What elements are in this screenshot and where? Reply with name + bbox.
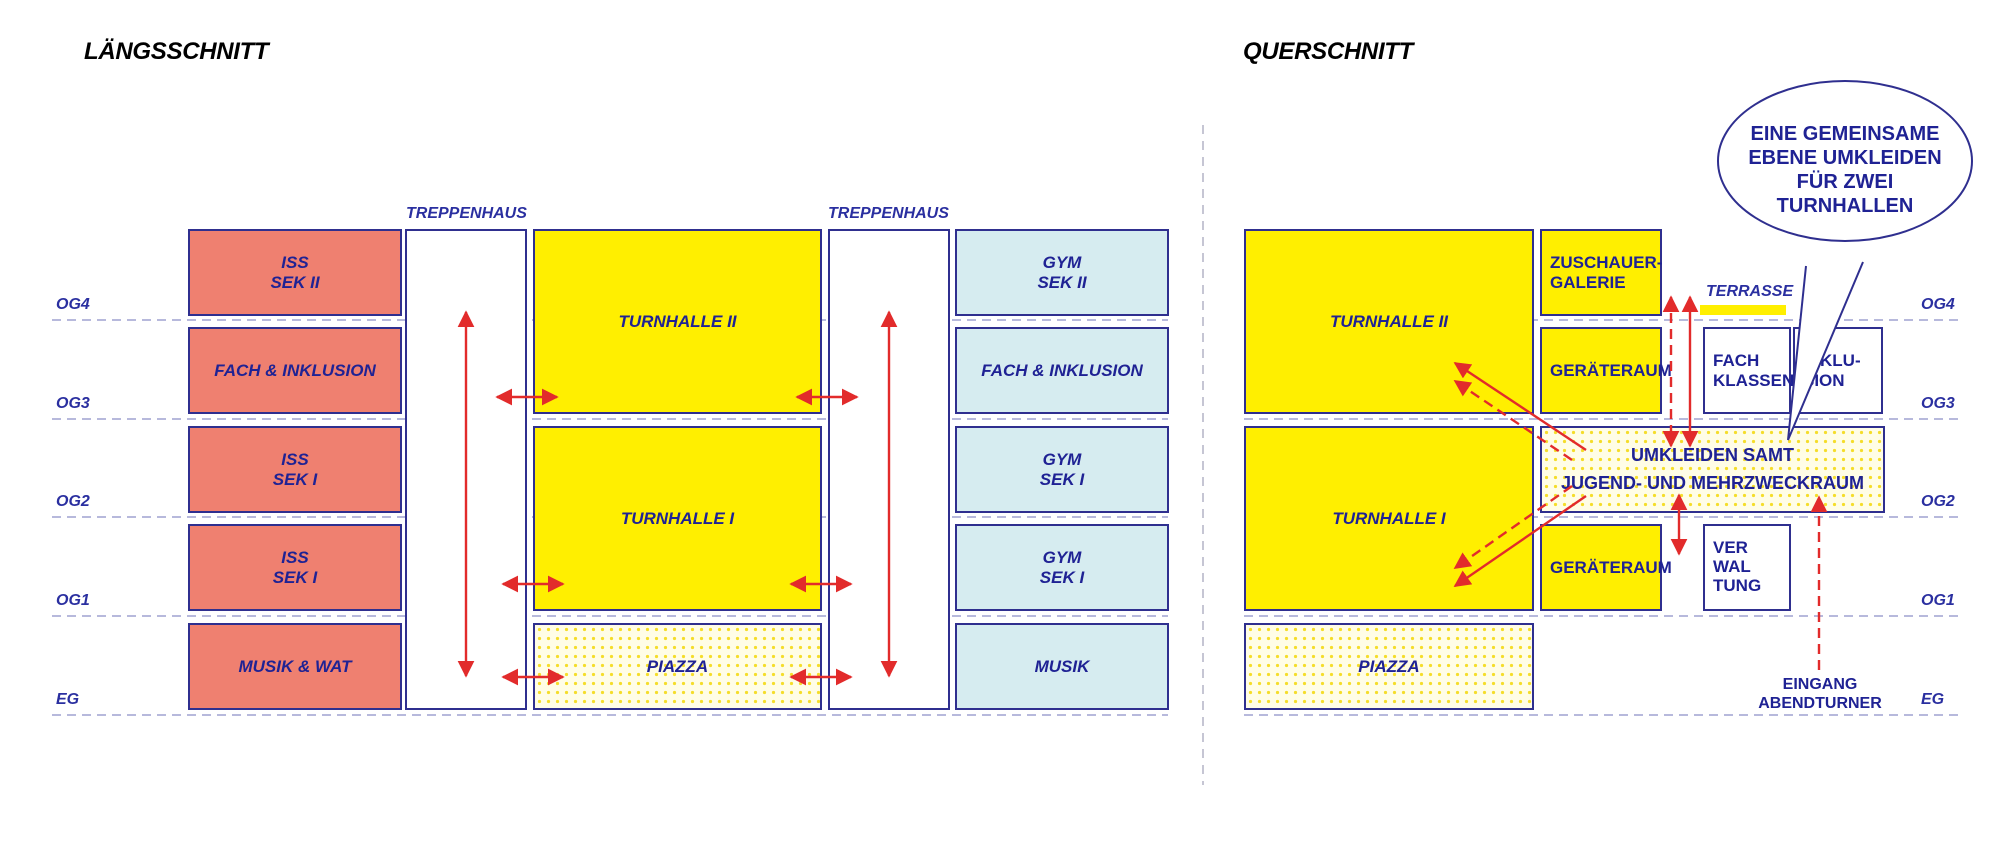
box-fach-inklusion-left: FACH & INKLUSION	[188, 327, 402, 414]
box-geraeteraum-top: GERÄTERAUM	[1540, 327, 1672, 414]
stairwell-1	[405, 229, 527, 710]
floor-label-eg-right: EG	[1921, 691, 1945, 708]
box-iss-sek-i-og2: ISS SEK I	[188, 426, 402, 513]
stair-label-1: TREPPENHAUS	[406, 205, 527, 222]
terrasse-bar	[1700, 305, 1786, 315]
box-gym-sek-ii: GYM SEK II	[955, 229, 1169, 316]
box-musik-right: MUSIK	[955, 623, 1169, 710]
stairwell-2	[828, 229, 950, 710]
box-inklusion: INKLU- SION	[1793, 327, 1883, 414]
box-turnhalle-ii-left: TURNHALLE II	[533, 229, 822, 414]
title-querschnitt: QUERSCHNITT	[1243, 38, 1414, 65]
floor-label-og1-right: OG1	[1921, 592, 1955, 609]
box-turnhalle-i-left: TURNHALLE I	[533, 426, 822, 611]
floor-label-eg: EG	[56, 691, 80, 708]
title-laengsschnitt: LÄNGSSCHNITT	[84, 38, 269, 65]
floor-label-og3: OG3	[56, 395, 90, 412]
box-turnhalle-ii-right: TURNHALLE II	[1244, 229, 1534, 414]
floor-label-og2: OG2	[56, 493, 90, 510]
box-iss-sek-ii: ISS SEK II	[188, 229, 402, 316]
floor-label-og2-right: OG2	[1921, 493, 1955, 510]
box-geraeteraum-bottom: GERÄTERAUM	[1540, 524, 1672, 611]
bubble-text: EINE GEMEINSAME EBENE UMKLEIDEN FÜR ZWEI…	[1748, 123, 1942, 217]
box-fach-inklusion-right: FACH & INKLUSION	[955, 327, 1169, 414]
box-gym-sek-i-og1: GYM SEK I	[955, 524, 1169, 611]
label-terrasse: TERRASSE	[1706, 283, 1794, 300]
box-turnhalle-i-right: TURNHALLE I	[1244, 426, 1534, 611]
label-eingang: EINGANG ABENDTURNER	[1758, 676, 1882, 713]
floor-label-og3-right: OG3	[1921, 395, 1955, 412]
box-zuschauergalerie: ZUSCHAUER- GALERIE	[1540, 229, 1662, 316]
floor-label-og4: OG4	[56, 296, 90, 313]
box-piazza-right: PIAZZA	[1244, 623, 1534, 710]
box-musik-wat: MUSIK & WAT	[188, 623, 402, 710]
stair-label-2: TREPPENHAUS	[828, 205, 949, 222]
box-umkleiden: UMKLEIDEN SAMT JUGEND- UND MEHRZWECKRAUM	[1540, 426, 1885, 513]
box-fachklassen: FACH KLASSEN	[1703, 327, 1794, 414]
floor-label-og4-right: OG4	[1921, 296, 1955, 313]
box-gym-sek-i-og2: GYM SEK I	[955, 426, 1169, 513]
box-iss-sek-i-og1: ISS SEK I	[188, 524, 402, 611]
floor-label-og1: OG1	[56, 592, 90, 609]
box-piazza-left: PIAZZA	[533, 623, 822, 710]
box-verwaltung: VER WAL TUNG	[1703, 524, 1791, 611]
